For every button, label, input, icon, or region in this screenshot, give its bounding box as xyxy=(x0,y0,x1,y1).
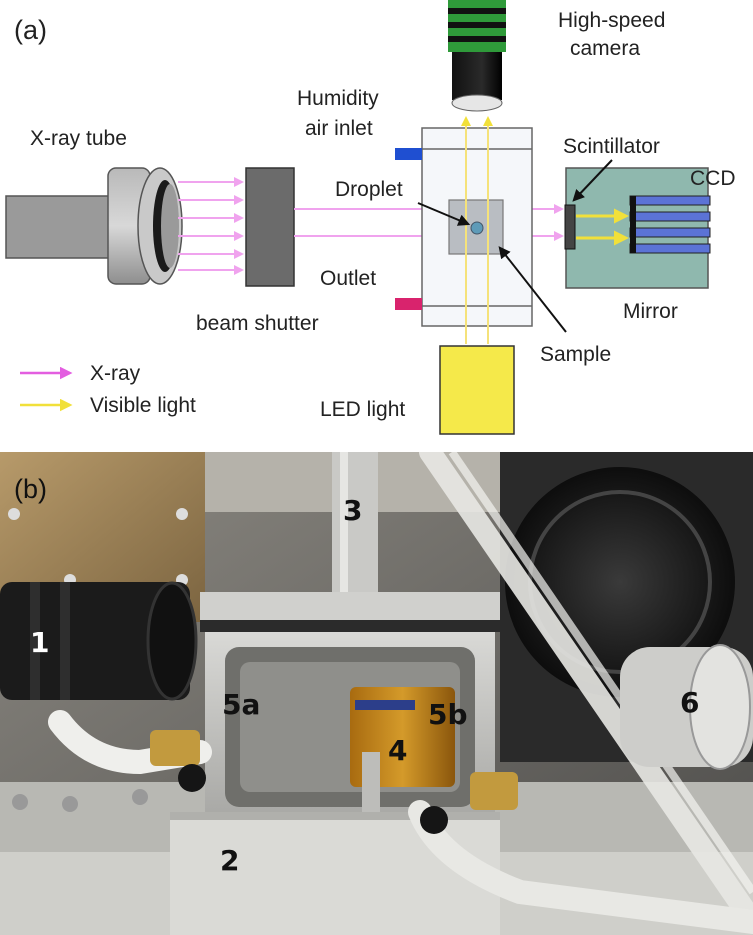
callout-5a: 5a xyxy=(222,688,260,721)
high-speed-camera-photo xyxy=(0,581,198,701)
callout-4: 4 xyxy=(388,734,407,767)
callout-1: 1 xyxy=(30,626,49,659)
xray-beam-to-shutter xyxy=(178,177,244,275)
ccd-detector xyxy=(565,167,711,289)
legend: X-ray Visible light xyxy=(20,362,196,417)
beam-shutter xyxy=(245,167,295,287)
legend-xray-label: X-ray xyxy=(90,362,141,385)
fitting-right xyxy=(470,772,518,810)
legend-visible-label: Visible light xyxy=(90,394,196,417)
callout-6: 6 xyxy=(680,686,699,719)
knob-right xyxy=(420,806,448,834)
tubing-left xyxy=(48,710,212,775)
schematic-panel-a: (a) X-ray tube beam shutter High-speed c… xyxy=(5,0,736,435)
led-light-label: LED light xyxy=(320,398,405,421)
visible-light-beams xyxy=(461,116,493,344)
high-speed-camera-label-line2: camera xyxy=(570,37,640,60)
humidity-inlet-port xyxy=(395,148,422,160)
sample-pointer xyxy=(498,246,567,333)
callout-2: 2 xyxy=(220,844,239,877)
tubing-right xyxy=(419,452,753,933)
callout-5b: 5b xyxy=(428,698,468,731)
mirror-label: Mirror xyxy=(623,300,678,323)
scintillator-pointer xyxy=(572,159,613,202)
knob-left xyxy=(178,764,206,792)
vertical-rod xyxy=(332,452,378,602)
ccd-label: CCD xyxy=(690,167,736,190)
panel-b-label: (b) xyxy=(14,474,47,504)
outlet-label: Outlet xyxy=(320,267,376,290)
xray-tube-label: X-ray tube xyxy=(30,127,127,150)
droplet-label: Droplet xyxy=(335,178,403,201)
humidity-label-line2: air inlet xyxy=(305,117,373,140)
droplet xyxy=(470,221,484,235)
photo-panel-b: (b) 1 2 3 4 5a 5b 6 xyxy=(0,452,753,935)
sample-label: Sample xyxy=(540,343,611,366)
led-light-housing xyxy=(620,644,753,770)
xray-tube xyxy=(5,167,183,285)
outlet-port xyxy=(395,298,422,310)
led-light xyxy=(439,345,515,435)
humidity-label-line1: Humidity xyxy=(297,87,379,110)
droplet-pointer xyxy=(417,202,471,226)
fitting-left xyxy=(150,730,200,766)
scintillator-label: Scintillator xyxy=(563,135,660,158)
beam-shutter-label: beam shutter xyxy=(196,312,319,335)
high-speed-camera-label-line1: High-speed xyxy=(558,9,665,32)
panel-a-label: (a) xyxy=(14,15,47,45)
scintillator xyxy=(564,204,576,250)
high-speed-camera xyxy=(448,0,506,112)
visible-light-to-mirror xyxy=(576,208,629,246)
callout-3: 3 xyxy=(343,494,362,527)
